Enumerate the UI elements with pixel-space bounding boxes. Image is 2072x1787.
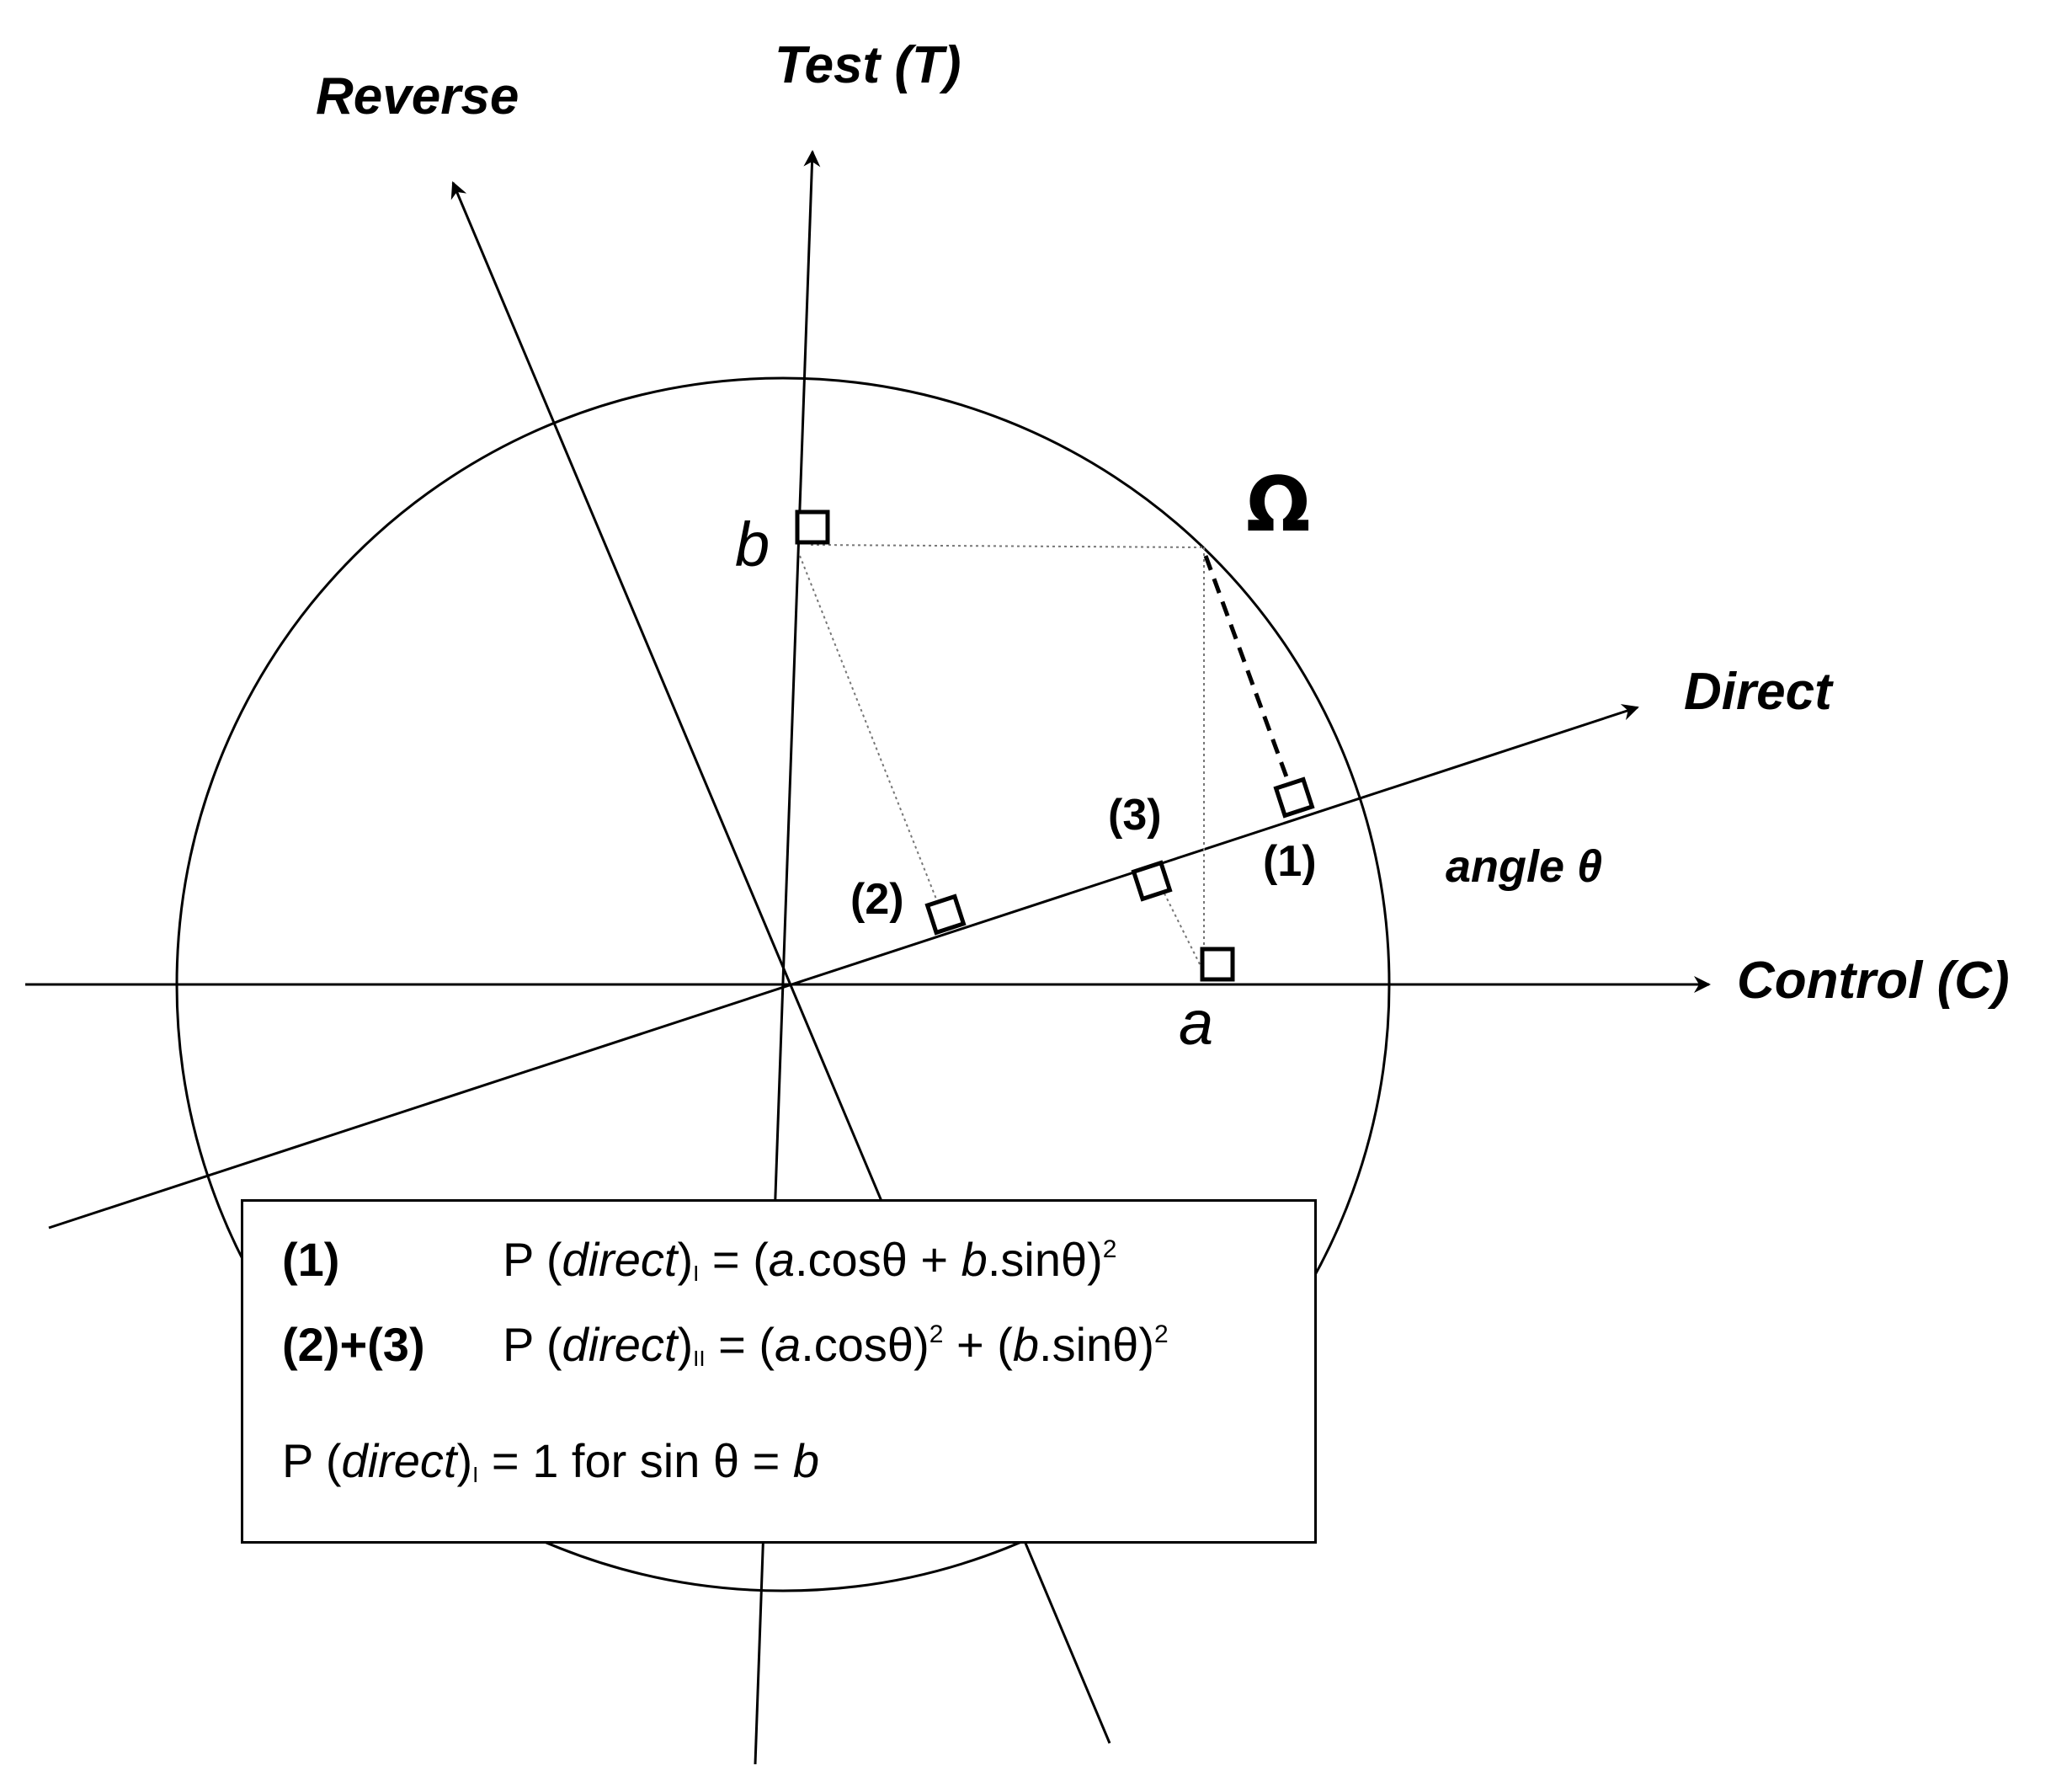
omega-to-direct-dashed: [1203, 555, 1291, 782]
formula-box: (1) P (direct)I = (a.cosθ + b.sinθ)2 (2)…: [241, 1199, 1317, 1544]
reverse-axis-label: Reverse: [316, 67, 519, 125]
b-marker-square: [795, 509, 830, 545]
a-label: a: [1179, 988, 1213, 1058]
formula-row-3: P (direct)I = 1 for sin θ = b: [282, 1433, 819, 1488]
formula-3-expression: P (direct)I = 1 for sin θ = b: [282, 1434, 820, 1487]
marker-square-2: [924, 894, 967, 936]
marker-square-1: [1273, 776, 1315, 819]
a-marker-square: [1200, 947, 1235, 982]
formula-1-expression: P (direct)I = (a.cosθ + b.sinθ)2: [503, 1233, 1117, 1286]
marker-square-3: [1131, 860, 1173, 902]
projection-1-label: (1): [1263, 837, 1317, 886]
projection-2-label: (2): [850, 875, 904, 924]
projection-3-label: (3): [1108, 791, 1162, 840]
test-axis-label: Test (T): [775, 36, 961, 94]
formula-2-tag: (2)+(3): [282, 1318, 425, 1371]
b-to-direct-dotted: [799, 555, 940, 906]
angle-theta-label: angle θ: [1446, 841, 1602, 892]
formula-1-tag: (1): [282, 1233, 340, 1286]
formula-row-2: (2)+(3) P (direct)II = (a.cosθ)2 + (b.si…: [282, 1317, 1169, 1372]
direct-axis: [48, 704, 1639, 1230]
control-axis-label: Control (C): [1737, 952, 2010, 1010]
formula-row-1: (1) P (direct)I = (a.cosθ + b.sinθ)2: [282, 1232, 1116, 1287]
a-to-direct-dotted: [1161, 888, 1201, 965]
omega-label: Ω: [1246, 461, 1311, 549]
b-label: b: [735, 509, 770, 579]
formula-2-expression: P (direct)II = (a.cosθ)2 + (b.sinθ)2: [503, 1318, 1169, 1371]
direct-axis-label: Direct: [1684, 663, 1834, 721]
b-to-omega-dotted: [810, 544, 1205, 548]
